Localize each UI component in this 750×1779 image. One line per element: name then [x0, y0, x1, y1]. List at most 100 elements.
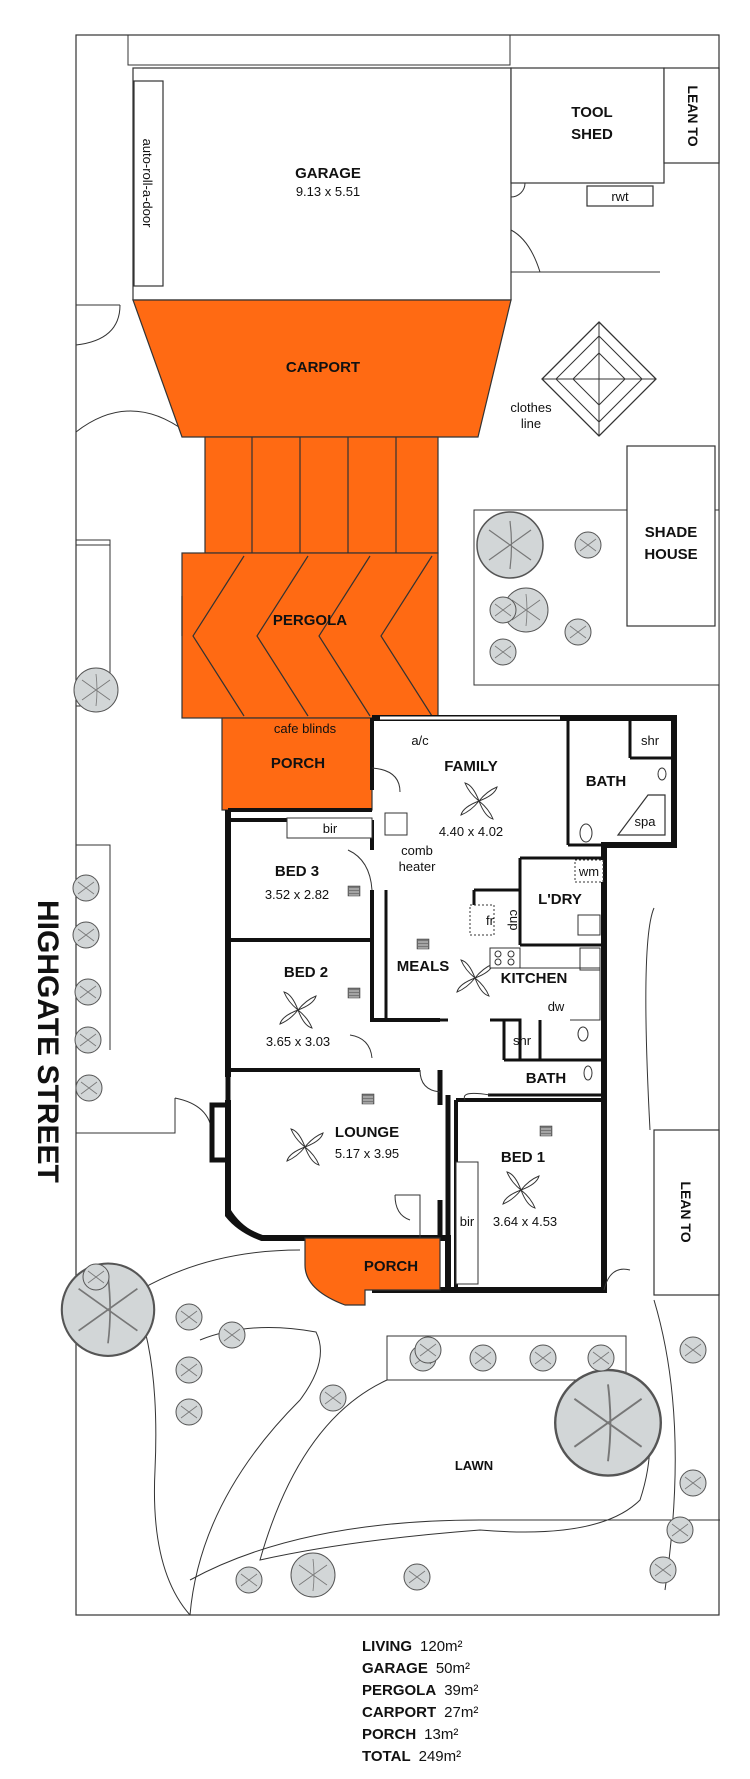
lean-to-top-label: LEAN TO — [685, 85, 701, 146]
tree-icon — [175, 1303, 203, 1331]
rwt-tank — [586, 185, 654, 207]
fr-label: fr — [486, 913, 495, 928]
tree-icon — [529, 1344, 557, 1372]
fan-icon — [286, 1128, 324, 1166]
bottom-edge — [189, 1519, 720, 1581]
gate-arc-2 — [75, 410, 187, 433]
lean-to-bottom-label: LEAN TO — [678, 1181, 694, 1242]
bed1-bir-label: bir — [460, 1214, 475, 1229]
bed3-label: BED 3 — [275, 863, 319, 880]
roll-door — [133, 80, 164, 287]
side-fence-2 — [76, 844, 111, 1050]
cafe-blinds-label: cafe blinds — [274, 721, 337, 736]
tree-icon — [564, 618, 592, 646]
family-door-arc — [371, 767, 401, 793]
clothes-line-label-2: line — [521, 416, 541, 431]
garage-label: GARAGE — [295, 165, 361, 182]
tree-icon — [649, 1556, 677, 1584]
pergola-chevrons — [181, 555, 433, 717]
front-porch-door — [394, 1194, 421, 1238]
tree-icon — [73, 667, 119, 713]
front-wall — [228, 718, 374, 812]
shade-house — [626, 445, 716, 627]
lean-to-bottom — [653, 1129, 720, 1296]
fr-box — [469, 904, 495, 936]
tree-icon — [75, 1074, 103, 1102]
garden-bed-left — [134, 1299, 321, 1616]
tree-icon — [587, 1344, 615, 1372]
vent-icon — [361, 1093, 375, 1105]
heater-box — [384, 812, 408, 836]
shr-top-label: shr — [641, 733, 660, 748]
lounge-dims: 5.17 x 3.95 — [335, 1146, 399, 1161]
tree-icon — [74, 978, 102, 1006]
fan-icon — [279, 991, 317, 1029]
pergola-slat-lines — [251, 437, 397, 553]
right-driveway — [645, 907, 655, 1131]
bed1-door-arc — [463, 1092, 491, 1101]
wm-box — [574, 859, 604, 883]
property-boundary — [75, 34, 720, 1616]
meals-walls — [384, 890, 604, 1060]
toilet-icon — [577, 1026, 589, 1042]
gate-arc-1 — [75, 304, 121, 346]
wm-label: wm — [578, 864, 599, 879]
bed1-door-arc-2 — [603, 1268, 631, 1291]
tree-icon — [679, 1469, 707, 1497]
bed1-dims: 3.64 x 4.53 — [493, 1214, 557, 1229]
carport-label: CARPORT — [286, 359, 360, 376]
shade-house-label-2: HOUSE — [644, 546, 697, 563]
bed2-door-arc — [349, 1034, 373, 1059]
tree-icon — [679, 1336, 707, 1364]
cup-label: cup — [507, 910, 522, 931]
bed2-walls — [228, 940, 440, 1072]
tree-icon — [175, 1398, 203, 1426]
laundry-tub — [577, 914, 601, 936]
pergola — [181, 552, 439, 719]
spa-tub — [616, 794, 666, 836]
clothes-line-icon — [541, 321, 657, 437]
toilet-icon — [579, 823, 593, 843]
carport — [132, 299, 512, 438]
basin-icon — [583, 1065, 593, 1081]
shed-door — [510, 182, 660, 273]
bath-bottom-label: BATH — [526, 1070, 567, 1087]
tool-shed-label-1: TOOL — [571, 104, 612, 121]
tree-icon — [72, 921, 100, 949]
tree-icon — [290, 1552, 336, 1598]
pergola-slats — [204, 436, 439, 554]
comb-heater-1: comb — [401, 843, 433, 858]
street-label: HIGHGATE STREET — [31, 900, 64, 1183]
fence-line — [127, 35, 511, 66]
laundry-label: L'DRY — [538, 891, 582, 908]
vent-icon — [416, 938, 430, 950]
kitchen-label: KITCHEN — [501, 970, 568, 987]
spa-label: spa — [635, 814, 657, 829]
tree-icon — [554, 1368, 662, 1477]
fan-icon — [460, 782, 498, 820]
pergola-label: PERGOLA — [273, 612, 347, 629]
tree-icon — [414, 1336, 442, 1364]
street-name: HIGHGATE STREET — [10, 900, 70, 1220]
driveway-left — [76, 539, 111, 560]
rwt-label: rwt — [611, 189, 629, 204]
bed3-dims: 3.52 x 2.82 — [265, 887, 329, 902]
door-label: auto-roll-a-door — [140, 139, 155, 229]
bath-top-walls — [566, 718, 674, 847]
vent-icon — [539, 1125, 553, 1137]
right-garden — [653, 1299, 676, 1591]
shr-bottom-label: shr — [513, 1033, 532, 1048]
bath-top-label: BATH — [586, 773, 627, 790]
fan-icon — [502, 1171, 540, 1209]
bed3-door-arc — [347, 849, 373, 891]
lounge-walls — [209, 1070, 451, 1290]
laundry-walls — [472, 856, 604, 945]
bed1-bir — [455, 1161, 479, 1285]
side-porch — [221, 717, 373, 811]
shade-house-label-1: SHADE — [645, 524, 698, 541]
kitchen-bench — [520, 967, 601, 1021]
bath-bottom-walls — [488, 1020, 604, 1097]
